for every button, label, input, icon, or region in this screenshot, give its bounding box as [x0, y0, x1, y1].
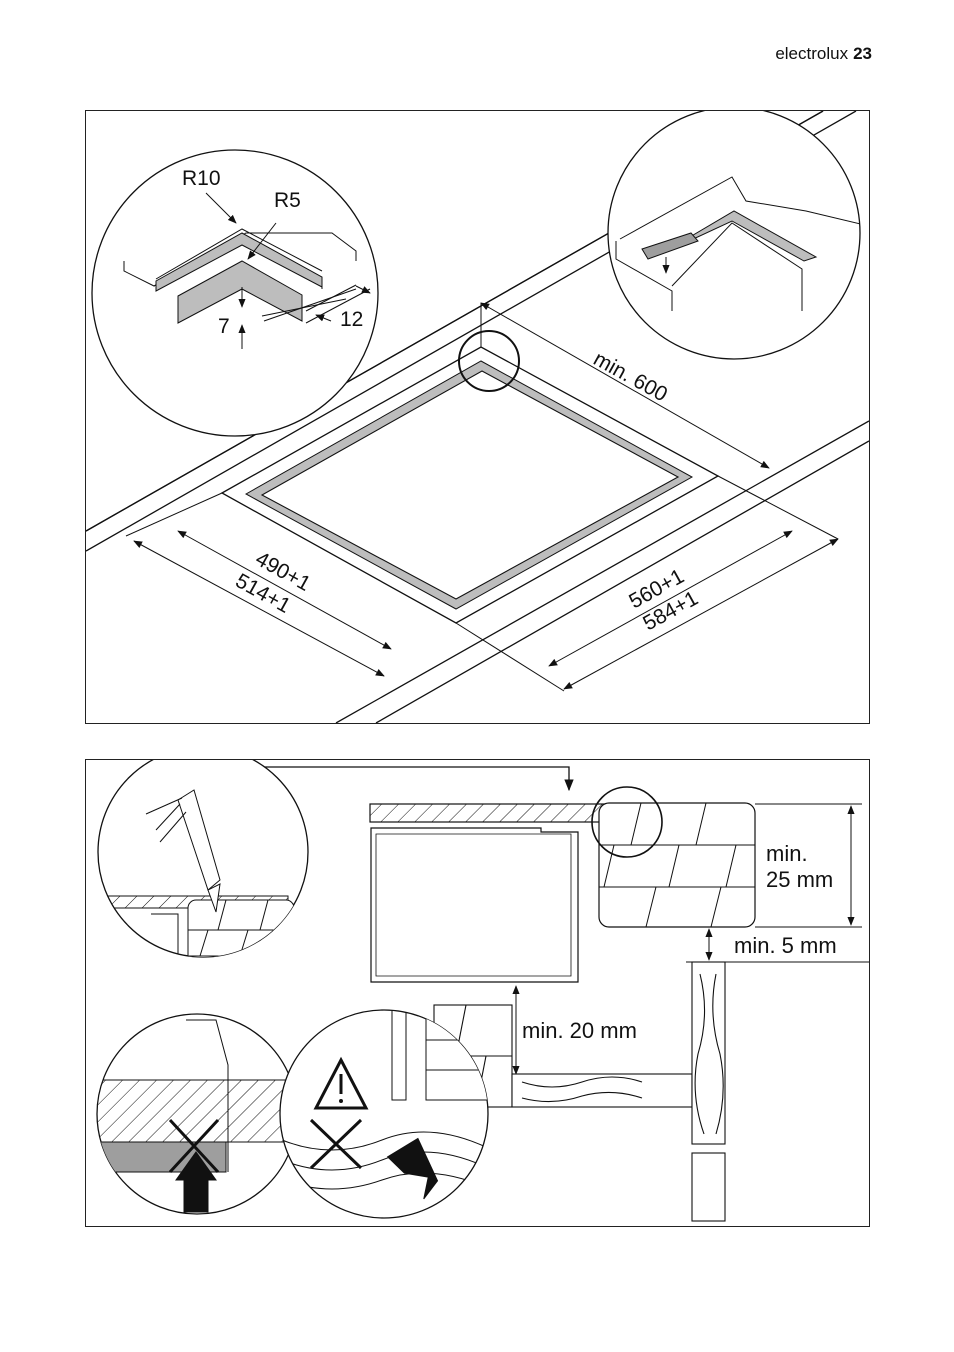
- seal-detail: [607, 111, 861, 360]
- page-number: 23: [853, 44, 872, 63]
- clearance-diagram: min. 25 mm min. 5 mm min. 20 mm: [96, 760, 869, 1222]
- leader-line: [261, 766, 574, 796]
- brand-name: electrolux: [775, 44, 849, 63]
- warning-detail: [279, 1009, 489, 1219]
- cutout-diagram: min. 600 490+1 514+1 560+1 584+1 R10 R5 …: [86, 111, 869, 723]
- label-min: min.: [766, 841, 808, 866]
- label-12: 12: [340, 308, 363, 331]
- sealant-application-detail: [97, 760, 309, 958]
- label-min-5mm: min. 5 mm: [734, 933, 837, 958]
- label-r10: R10: [182, 167, 221, 190]
- worktop-section: [369, 786, 756, 983]
- seal-zoom-marker: [591, 786, 663, 858]
- wrong-seal-detail: [96, 1013, 298, 1215]
- label-min-600: min. 600: [590, 347, 672, 406]
- cutout-dimensions-figure: min. 600 490+1 514+1 560+1 584+1 R10 R5 …: [85, 110, 870, 724]
- label-25mm: 25 mm: [766, 867, 833, 892]
- dimension-lines: [125, 302, 839, 692]
- clearance-figure: min. 25 mm min. 5 mm min. 20 mm: [85, 759, 870, 1227]
- label-min-20mm: min. 20 mm: [522, 1018, 637, 1043]
- label-r5: R5: [274, 189, 301, 212]
- corner-radius-detail: R10 R5 7 12: [91, 149, 379, 437]
- label-7: 7: [218, 315, 230, 338]
